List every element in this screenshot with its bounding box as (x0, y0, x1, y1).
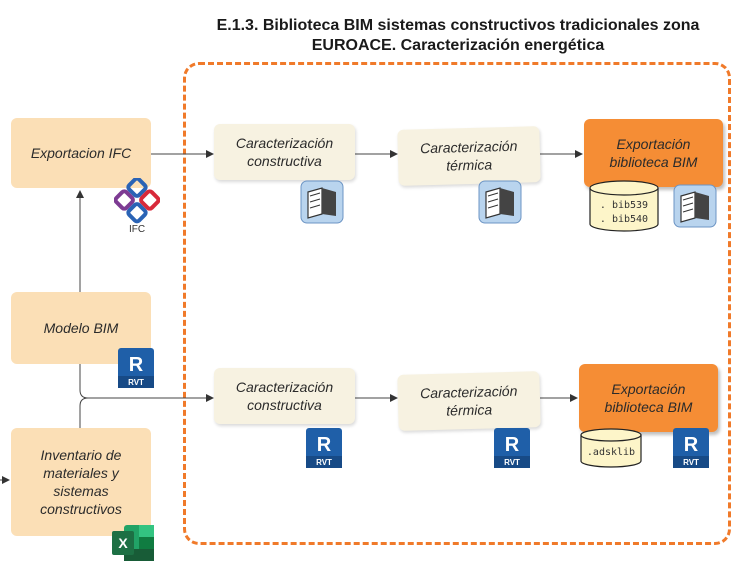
revit-icon: R RVT (306, 428, 342, 468)
wall-tool-icon (300, 180, 344, 224)
svg-text:R: R (505, 434, 520, 456)
node-caracterizacion-termica-top[interactable]: Caracterización térmica (397, 126, 541, 186)
revit-icon: R RVT (494, 428, 530, 468)
svg-text:X: X (118, 535, 128, 551)
ifc-logo-icon: IFC (114, 178, 160, 235)
database-icon: . bib539 . bib540 (589, 180, 659, 232)
svg-text:R: R (684, 434, 699, 456)
wall-tool-icon (478, 180, 522, 224)
svg-text:RVT: RVT (683, 458, 699, 467)
node-caracterizacion-constructiva-bottom[interactable]: Caracterización constructiva (214, 368, 355, 424)
file-bib539: . bib539 (600, 200, 648, 211)
svg-text:R: R (317, 434, 332, 456)
edge-inventario-join (79, 397, 89, 428)
svg-text:RVT: RVT (128, 378, 144, 387)
diagram-title: E.1.3. Biblioteca BIM sistemas construct… (216, 17, 700, 54)
revit-icon: R RVT (673, 428, 709, 468)
ifc-logo-label: IFC (129, 224, 145, 235)
node-exportacion-biblioteca-bottom[interactable]: Exportación biblioteca BIM (579, 364, 718, 432)
node-exportacion-biblioteca-top[interactable]: Exportación biblioteca BIM (584, 119, 723, 187)
svg-text:RVT: RVT (504, 458, 520, 467)
svg-text:RVT: RVT (316, 458, 332, 467)
excel-icon: X (112, 525, 154, 561)
svg-text:R: R (129, 354, 144, 376)
node-caracterizacion-constructiva-top[interactable]: Caracterización constructiva (214, 124, 355, 180)
wall-tool-icon (673, 184, 717, 228)
node-exportacion-ifc[interactable]: Exportacion IFC (11, 118, 151, 188)
database-icon: .adsklib (580, 428, 642, 468)
file-adsklib: .adsklib (587, 447, 635, 458)
file-bib540: . bib540 (600, 214, 648, 225)
euroace-frame (183, 62, 731, 545)
node-inventario[interactable]: Inventario de materiales y sistemas cons… (11, 428, 151, 536)
revit-icon: R RVT (118, 348, 154, 388)
node-caracterizacion-termica-bottom[interactable]: Caracterización térmica (397, 371, 541, 431)
